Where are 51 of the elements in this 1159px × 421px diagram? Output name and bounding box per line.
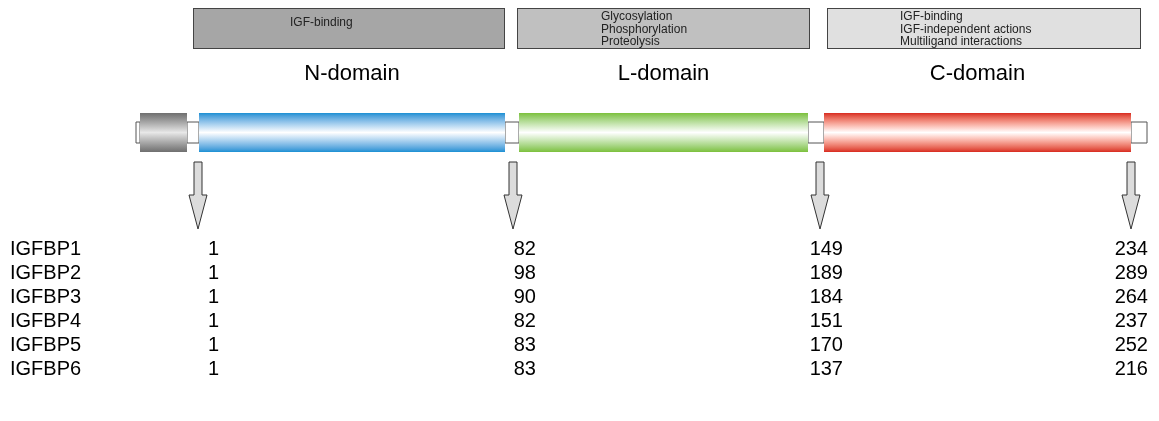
backbone-tube	[186, 121, 200, 144]
residue-number: 83	[512, 332, 536, 356]
function-box	[827, 8, 1141, 49]
residue-number: 289	[1113, 260, 1148, 284]
domain-label: N-domain	[303, 60, 401, 86]
function-text: IGF-binding	[900, 10, 963, 23]
domain-label: C-domain	[928, 60, 1027, 86]
function-text: Glycosylation	[601, 10, 673, 23]
domain-bar	[199, 113, 505, 152]
function-text: Multiligand interactions	[900, 35, 1024, 48]
residue-number: 184	[808, 284, 843, 308]
function-text: Phosphorylation	[601, 22, 689, 35]
protein-name: IGFBP6	[10, 356, 82, 380]
residue-number: 1	[206, 356, 219, 380]
protein-name: IGFBP1	[10, 236, 82, 260]
protein-name: IGFBP3	[10, 284, 82, 308]
residue-number: 216	[1113, 356, 1148, 380]
residue-number: 189	[808, 260, 843, 284]
function-text: IGF-independent actions	[900, 22, 1033, 35]
function-text: Proteolysis	[601, 35, 660, 48]
residue-number: 1	[206, 284, 219, 308]
residue-number: 98	[512, 260, 536, 284]
residue-number: 252	[1113, 332, 1148, 356]
residue-number: 237	[1113, 308, 1148, 332]
residue-number: 90	[512, 284, 536, 308]
residue-number: 149	[808, 236, 843, 260]
backbone-tube	[807, 121, 825, 144]
residue-number: 137	[808, 356, 843, 380]
domain-label: L-domain	[616, 60, 711, 86]
residue-number: 1	[206, 260, 219, 284]
signal-peptide-bar	[140, 113, 187, 152]
protein-name: IGFBP2	[10, 260, 82, 284]
residue-number: 82	[512, 236, 536, 260]
residue-number: 83	[512, 356, 536, 380]
domain-bar	[519, 113, 808, 152]
residue-number: 234	[1113, 236, 1148, 260]
backbone-tube	[504, 121, 520, 144]
residue-number: 82	[512, 308, 536, 332]
residue-number: 1	[206, 308, 219, 332]
function-text: IGF-binding	[290, 16, 354, 29]
residue-number: 151	[808, 308, 843, 332]
domain-bar	[824, 113, 1131, 152]
backbone-tube	[1130, 121, 1148, 144]
function-box	[517, 8, 810, 49]
residue-number: 1	[206, 236, 219, 260]
residue-number: 1	[206, 332, 219, 356]
residue-number: 170	[808, 332, 843, 356]
protein-name: IGFBP5	[10, 332, 82, 356]
residue-number: 264	[1113, 284, 1148, 308]
function-box	[193, 8, 505, 49]
protein-name: IGFBP4	[10, 308, 82, 332]
